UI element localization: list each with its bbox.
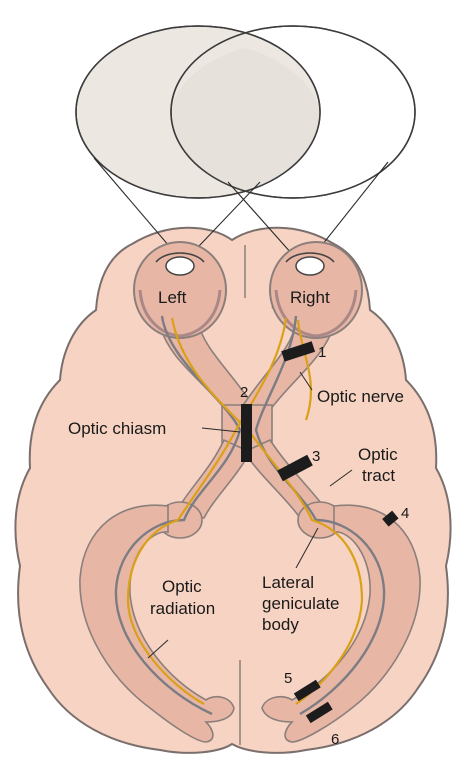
lesion-number-6: 6 xyxy=(331,731,339,748)
optic-radiation-label-line1: Optic xyxy=(162,577,202,596)
right-eye-label: Right xyxy=(290,288,330,307)
lesion-number-5: 5 xyxy=(284,670,292,687)
lgb-label-line2: geniculate xyxy=(262,594,340,613)
lgb-label-line3: body xyxy=(262,615,299,634)
lesion-number-2: 2 xyxy=(240,384,248,401)
left-eye-lens xyxy=(166,257,194,275)
lesion-2-chiasm xyxy=(241,404,252,462)
lesion-number-1: 1 xyxy=(318,344,326,361)
optic-chiasm-label: Optic chiasm xyxy=(68,419,166,438)
optic-tract-label-line1: Optic xyxy=(358,445,398,464)
optic-tract-label-line2: tract xyxy=(362,466,395,485)
lgb-label-line1: Lateral xyxy=(262,573,314,592)
lesion-number-4: 4 xyxy=(401,505,409,522)
left-eye-label: Left xyxy=(158,288,187,307)
lesion-number-3: 3 xyxy=(312,448,320,465)
optic-nerve-label: Optic nerve xyxy=(317,387,404,406)
optic-radiation-label-line2: radiation xyxy=(150,599,215,618)
right-eye-lens xyxy=(296,257,324,275)
